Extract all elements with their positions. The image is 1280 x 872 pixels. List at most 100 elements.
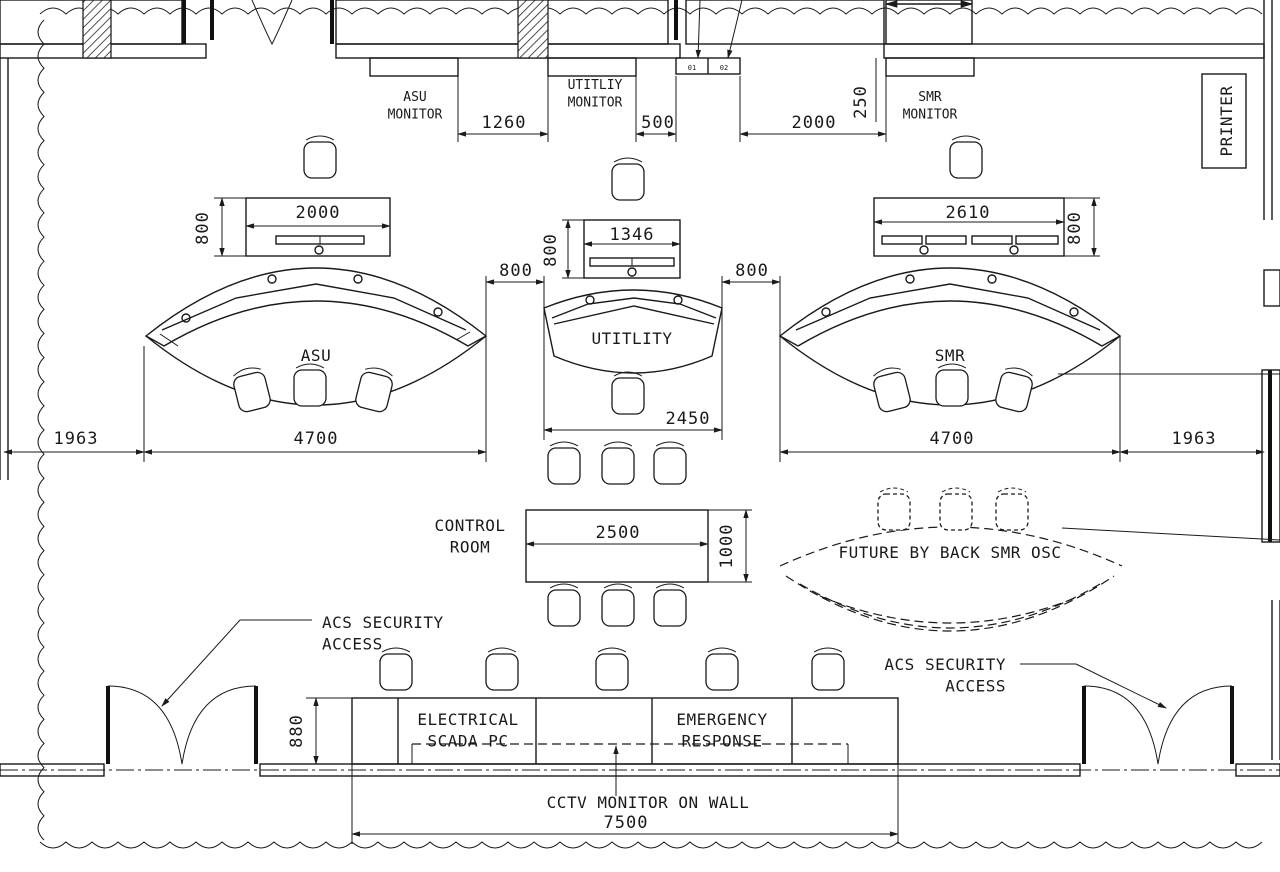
acs-left-label: ACS SECURITY ACCESS (322, 613, 444, 654)
dim-smr-monitor-depth: 250 (851, 85, 871, 119)
chair-icon (355, 367, 393, 413)
revision-cloud (37, 7, 1263, 849)
dim-left-clear: 1963 (54, 429, 99, 449)
wall-monitors: 01 02 (369, 57, 975, 77)
top-structure (0, 0, 1280, 760)
cctv-label: CCTV MONITOR ON WALL (547, 793, 750, 812)
chair-icon (233, 367, 271, 413)
chair-icon (611, 371, 645, 415)
chair-icon (293, 363, 327, 407)
acs-right-label: ACS SECURITY ACCESS (884, 655, 1006, 696)
dim-control-table-w: 2500 (596, 523, 641, 543)
chair-icon (595, 647, 629, 691)
text-line: ACCESS (945, 677, 1006, 696)
dim-smr-station-w: 4700 (930, 429, 975, 449)
chair-icon (485, 647, 519, 691)
door-right (1082, 685, 1234, 765)
emergency-response-label: EMERGENCY RESPONSE (676, 710, 767, 751)
small-label-a: 01 (688, 64, 696, 72)
text-line: ACS SECURITY (884, 655, 1006, 674)
chair-icon (303, 135, 337, 179)
text-line: ACS SECURITY (322, 613, 444, 632)
text-line: MONITOR (568, 96, 623, 111)
width-dimensions: 1963 4700 4700 1963 (3, 336, 1265, 462)
asu-desk: 2000 800 (193, 197, 391, 257)
dim-control-table-d: 1000 (717, 524, 737, 569)
smr-desk: 2610 800 (873, 197, 1100, 257)
smr-monitor (885, 57, 975, 77)
text-line: EMERGENCY (676, 710, 767, 729)
util-width-dim: 2450 (543, 300, 723, 440)
dim-gap-right: 800 (735, 261, 769, 281)
text-line: ELECTRICAL (417, 710, 518, 729)
chair-icon (949, 135, 983, 179)
electrical-scada-label: ELECTRICAL SCADA PC (417, 710, 518, 751)
chair-icon (653, 583, 687, 627)
text-line: ACCESS (322, 635, 383, 654)
dim-asu-desk-d: 800 (193, 211, 213, 245)
chair-icon (611, 157, 645, 201)
asu-monitor-label: ASU MONITOR (388, 90, 443, 123)
text-line: MONITOR (388, 108, 443, 123)
text-line: SMR (918, 90, 942, 105)
chair-icon (601, 583, 635, 627)
chair-icon (547, 583, 581, 627)
asu-monitor (369, 57, 459, 77)
dim-smr-desk-w: 2610 (946, 203, 991, 223)
chair-icon (873, 367, 911, 413)
printer-label: PRINTER (1217, 86, 1236, 157)
dim-console-depth: 880 (287, 714, 307, 748)
utility-monitor (547, 57, 637, 77)
utility-console (543, 289, 723, 374)
smr-monitor-label: SMR MONITOR (903, 90, 958, 123)
chair-icon (995, 487, 1029, 531)
dim-asu-station-w: 4700 (294, 429, 339, 449)
dim-smr-desk-d: 800 (1065, 211, 1085, 245)
text-line: UTITLIY (568, 78, 623, 93)
column-middle (517, 0, 549, 59)
text-line: CONTROL (435, 516, 506, 535)
small-label-b: 02 (720, 64, 728, 72)
chair-icon (547, 441, 581, 485)
column-left (82, 0, 112, 59)
top-dimensions: 1260 500 2000 250 (457, 58, 887, 142)
chair-icon (811, 647, 845, 691)
dim-asu-desk-w: 2000 (296, 203, 341, 223)
chair-icon (939, 487, 973, 531)
future-station-label: FUTURE BY BACK SMR OSC (839, 543, 1062, 562)
text-line: ASU (403, 90, 426, 105)
door-left (106, 685, 258, 765)
text-line: ROOM (450, 538, 491, 557)
chair-icon (379, 647, 413, 691)
dim-smr-monitor-gap: 2000 (792, 113, 837, 133)
dim-console-w: 7500 (604, 813, 649, 833)
console-gaps: 800 800 (485, 261, 781, 340)
chair-icon (601, 441, 635, 485)
dim-asu-monitor-gap: 1260 (482, 113, 527, 133)
chair-icon (653, 441, 687, 485)
console-width-dim: 7500 (351, 764, 899, 844)
dim-util-monitor-gap: 500 (641, 113, 675, 133)
chair-icon (935, 363, 969, 407)
utility-monitor-label: UTITLIY MONITOR (568, 78, 623, 111)
chair-icon (705, 647, 739, 691)
chair-icon (877, 487, 911, 531)
chair-icon (995, 367, 1033, 413)
bottom-console: 880 (287, 697, 899, 765)
asu-station-label: ASU (301, 346, 331, 365)
dim-right-clear: 1963 (1172, 429, 1217, 449)
dim-gap-left: 800 (499, 261, 533, 281)
text-line: MONITOR (903, 108, 958, 123)
control-table: 2500 1000 (525, 509, 752, 583)
dim-util-station-w: 2450 (666, 409, 711, 429)
dim-util-desk-w: 1346 (610, 225, 655, 245)
printer: PRINTER (1201, 73, 1247, 169)
text-line: SCADA PC (427, 732, 508, 751)
text-line: RESPONSE (681, 732, 762, 751)
smr-station-label: SMR (935, 346, 965, 365)
dim-util-desk-d: 800 (541, 233, 561, 267)
utility-desk: 1346 800 (541, 219, 681, 279)
control-room-label: CONTROL ROOM (435, 516, 506, 557)
utility-station-label: UTITLITY (591, 329, 672, 348)
chairs (233, 135, 1033, 691)
